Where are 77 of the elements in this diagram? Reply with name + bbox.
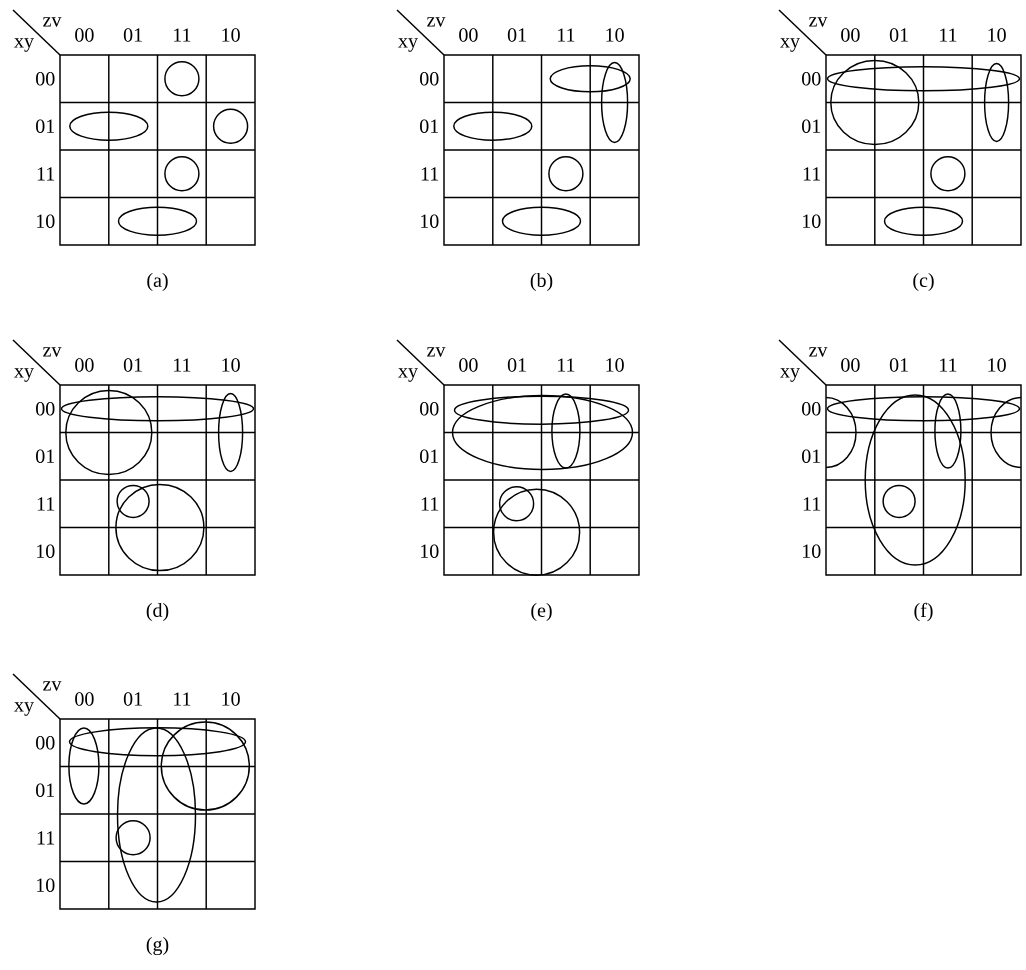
column-label: 00 bbox=[75, 358, 94, 372]
column-label: 11 bbox=[174, 358, 191, 372]
variable-label: zv bbox=[809, 347, 828, 357]
row-label: 01 bbox=[36, 449, 55, 463]
figure-caption: (e) bbox=[531, 602, 552, 622]
figure-caption: (a) bbox=[147, 272, 168, 292]
column-label: 11 bbox=[940, 358, 957, 372]
row-label: 10 bbox=[421, 214, 439, 228]
column-label: 01 bbox=[889, 28, 908, 42]
column-label: 10 bbox=[606, 28, 624, 42]
row-label: 11 bbox=[803, 167, 821, 181]
row-label: 11 bbox=[37, 497, 55, 511]
column-label: 11 bbox=[174, 28, 191, 42]
column-label: 00 bbox=[841, 28, 860, 42]
row-label: 10 bbox=[421, 544, 439, 558]
column-label: 01 bbox=[507, 28, 526, 42]
row-label: 00 bbox=[420, 402, 439, 416]
column-label: 11 bbox=[174, 692, 191, 706]
column-label: 01 bbox=[123, 692, 142, 706]
column-label: 00 bbox=[75, 28, 94, 42]
variable-label: zv bbox=[43, 681, 62, 691]
column-label: 11 bbox=[558, 28, 575, 42]
column-label: 01 bbox=[123, 28, 142, 42]
row-label: 11 bbox=[803, 497, 821, 511]
figure-caption: (f) bbox=[914, 602, 933, 622]
column-label: 10 bbox=[606, 358, 624, 372]
row-label: 00 bbox=[420, 72, 439, 86]
variable-label: zv bbox=[427, 347, 446, 357]
column-label: 10 bbox=[222, 692, 240, 706]
row-label: 00 bbox=[36, 736, 55, 750]
row-label: 00 bbox=[36, 402, 55, 416]
row-label: 01 bbox=[420, 119, 439, 133]
column-label: 01 bbox=[507, 358, 526, 372]
figure-caption: (c) bbox=[913, 272, 934, 292]
column-label: 11 bbox=[940, 28, 957, 42]
figure-caption: (d) bbox=[146, 602, 169, 622]
column-label: 00 bbox=[459, 28, 478, 42]
row-label: 10 bbox=[37, 878, 55, 892]
variable-label: zv bbox=[427, 17, 446, 27]
row-label: 00 bbox=[802, 72, 821, 86]
row-label: 11 bbox=[421, 497, 439, 511]
column-label: 11 bbox=[558, 358, 575, 372]
column-label: 00 bbox=[459, 358, 478, 372]
column-label: 01 bbox=[123, 358, 142, 372]
variable-label: zv bbox=[43, 17, 62, 27]
variable-label: xy bbox=[398, 368, 418, 382]
row-label: 00 bbox=[36, 72, 55, 86]
row-label: 11 bbox=[37, 167, 55, 181]
variable-label: zv bbox=[43, 347, 62, 357]
variable-label: xy bbox=[14, 702, 34, 716]
row-label: 00 bbox=[802, 402, 821, 416]
row-label: 01 bbox=[36, 783, 55, 797]
row-label: 10 bbox=[37, 544, 55, 558]
row-label: 01 bbox=[802, 449, 821, 463]
figure-caption: (g) bbox=[146, 936, 169, 956]
row-label: 10 bbox=[803, 544, 821, 558]
variable-label: xy bbox=[14, 38, 34, 52]
row-label: 01 bbox=[802, 119, 821, 133]
column-label: 10 bbox=[222, 28, 240, 42]
row-label: 11 bbox=[37, 831, 55, 845]
variable-label: xy bbox=[398, 38, 418, 52]
row-label: 10 bbox=[37, 214, 55, 228]
column-label: 00 bbox=[75, 692, 94, 706]
row-label: 10 bbox=[803, 214, 821, 228]
column-label: 10 bbox=[988, 28, 1006, 42]
variable-label: xy bbox=[780, 368, 800, 382]
variable-label: zv bbox=[809, 17, 828, 27]
variable-label: xy bbox=[14, 368, 34, 382]
column-label: 10 bbox=[222, 358, 240, 372]
variable-label: xy bbox=[780, 38, 800, 52]
column-label: 10 bbox=[988, 358, 1006, 372]
row-label: 11 bbox=[421, 167, 439, 181]
figure-caption: (b) bbox=[530, 272, 553, 292]
column-label: 00 bbox=[841, 358, 860, 372]
column-label: 01 bbox=[889, 358, 908, 372]
row-label: 01 bbox=[36, 119, 55, 133]
row-label: 01 bbox=[420, 449, 439, 463]
